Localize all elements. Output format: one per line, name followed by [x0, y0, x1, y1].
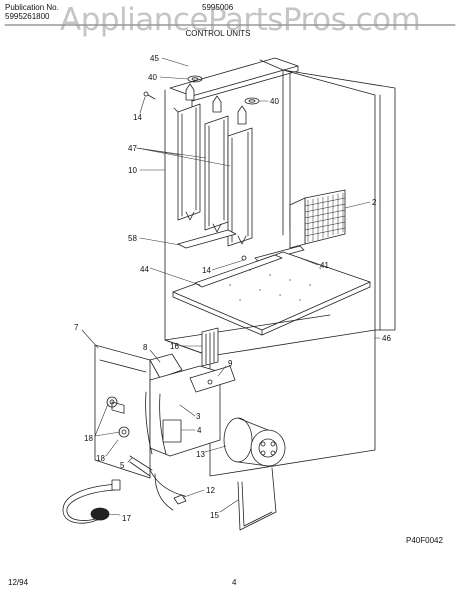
footer-date: 12/94	[8, 578, 29, 587]
callout-9: 9	[228, 359, 233, 368]
control-panel-bracket	[94, 344, 151, 479]
wiring-terminal-part	[129, 455, 153, 477]
callout-15: 15	[210, 511, 219, 520]
callout-4: 4	[197, 426, 202, 435]
diagram-code: P40F0042	[406, 536, 443, 545]
callout-14-middle: 14	[202, 266, 211, 275]
publication-label: Publication No.	[5, 3, 59, 12]
callout-40-right: 40	[270, 97, 279, 106]
callout-14-top: 14	[133, 113, 142, 122]
model-number: 5995006	[202, 3, 234, 12]
callout-13: 13	[196, 450, 205, 459]
screw-part-top	[143, 91, 156, 100]
filter-clips-bottom	[185, 211, 247, 245]
callout-46: 46	[382, 334, 391, 343]
leader-lines	[81, 57, 381, 516]
filter-panel-left	[173, 103, 201, 221]
callout-44: 44	[140, 265, 149, 274]
callout-41: 41	[320, 261, 329, 270]
fan-housing-part	[223, 417, 286, 467]
callout-18-lower: 18	[96, 454, 105, 463]
callout-8: 8	[143, 343, 148, 352]
relay-part	[201, 327, 219, 367]
leg-bracket-part	[237, 467, 277, 531]
callout-47: 47	[128, 144, 137, 153]
wire-harness-part	[149, 469, 187, 511]
callout-2: 2	[372, 198, 377, 207]
callout-3: 3	[196, 412, 201, 421]
publication-number: 5995261800	[5, 12, 50, 21]
capacitor-part	[162, 419, 182, 443]
callout-17: 17	[122, 514, 131, 523]
callout-40-left: 40	[148, 73, 157, 82]
callout-58: 58	[128, 234, 137, 243]
cabinet-side-panel	[259, 59, 396, 331]
grille-part	[289, 189, 346, 249]
callout-16: 16	[170, 342, 179, 351]
filter-clips-top	[185, 83, 247, 125]
lower-bracket-part	[177, 229, 237, 249]
callout-12: 12	[206, 486, 215, 495]
callout-18-upper: 18	[84, 434, 93, 443]
callout-7: 7	[74, 323, 79, 332]
filter-panel-right	[227, 127, 253, 247]
filter-panel-center	[204, 115, 229, 231]
section-title: CONTROL UNITS	[185, 29, 250, 38]
power-cord-part	[62, 479, 121, 524]
screw-part-middle	[241, 255, 247, 261]
footer-page-number: 4	[232, 578, 237, 587]
callout-10: 10	[128, 166, 137, 175]
callout-45: 45	[150, 54, 159, 63]
callout-5: 5	[120, 461, 125, 470]
watermark: AppliancePartsPros.com	[60, 2, 421, 38]
washer-part-top-right	[244, 97, 260, 105]
base-pan-part	[172, 251, 371, 336]
